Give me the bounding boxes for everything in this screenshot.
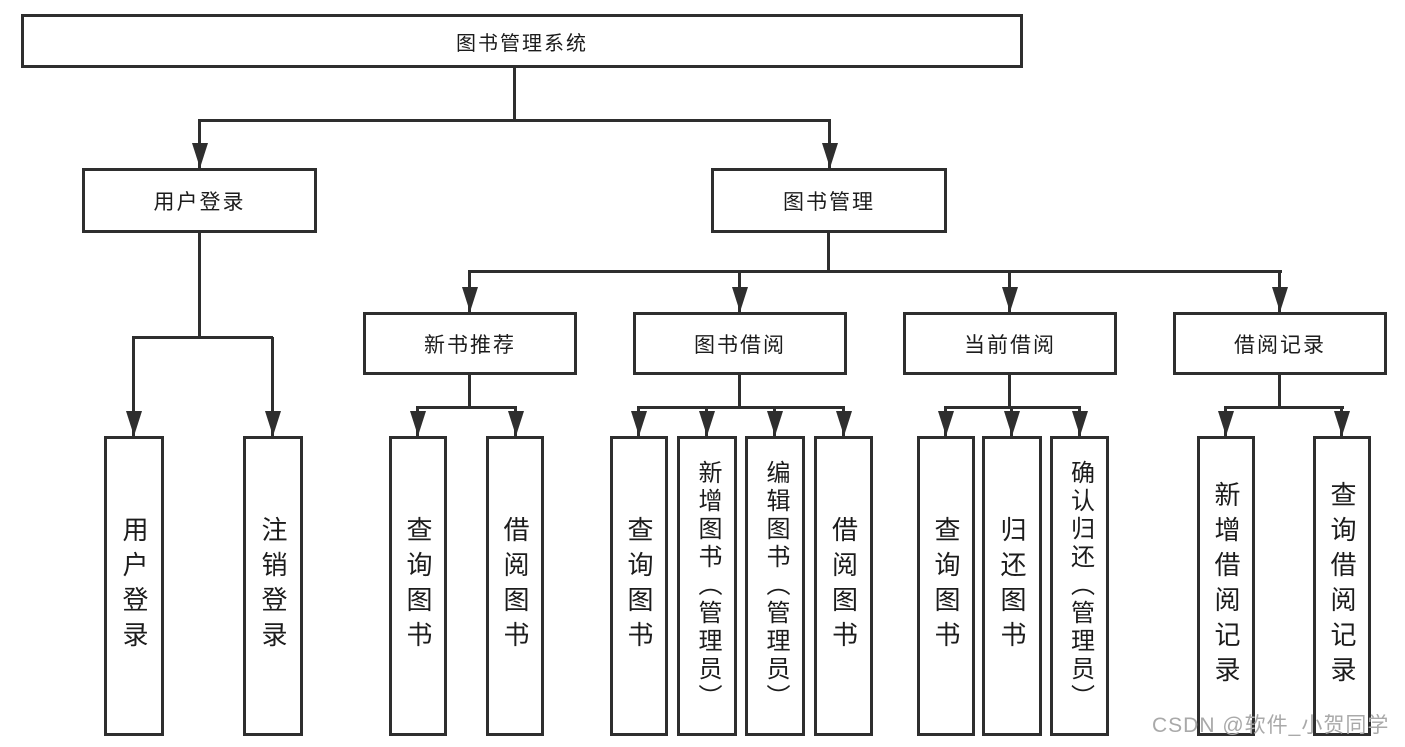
node-label: 借阅图书 (500, 516, 530, 656)
arrow-down-icon (1340, 407, 1343, 436)
connector-line (132, 336, 273, 339)
node-label: 新书推荐 (424, 333, 516, 357)
arrow-down-icon (1224, 407, 1227, 436)
node-label: 注销登录 (258, 516, 288, 656)
node-label: 用户登录 (119, 516, 149, 656)
arrow-down-icon (416, 407, 419, 436)
arrow-down-icon (1008, 271, 1011, 312)
arrow-down-icon (198, 120, 201, 168)
arrow-down-icon (828, 120, 831, 168)
arrow-down-icon (738, 271, 741, 312)
arrow-down-icon (514, 407, 517, 436)
connector-line (468, 375, 471, 407)
leaf-edit-books-admin: 编辑图书（管理员） (745, 436, 805, 736)
connector-line (198, 233, 201, 337)
node-label: 编辑图书（管理员） (762, 460, 789, 712)
csdn-watermark: CSDN @软件_小贺同学 (1152, 714, 1390, 737)
leaf-add-borrow-record: 新增借阅记录 (1197, 436, 1255, 736)
connector-line (738, 375, 741, 407)
connector-line (637, 406, 845, 409)
node-user-login: 用户登录 (82, 168, 317, 233)
node-label: 查询图书 (624, 516, 654, 656)
node-label: 借阅图书 (828, 516, 859, 656)
arrow-down-icon (1078, 407, 1081, 436)
leaf-add-books-admin: 新增图书（管理员） (677, 436, 737, 736)
leaf-query-books: 查询图书 (917, 436, 975, 736)
arrow-down-icon (944, 407, 947, 436)
connector-line (827, 233, 830, 271)
leaf-query-borrow-record: 查询借阅记录 (1313, 436, 1371, 736)
node-label: 确认归还（管理员） (1066, 460, 1094, 712)
leaf-logout: 注销登录 (243, 436, 303, 736)
connector-line (513, 68, 516, 120)
arrow-down-icon (271, 337, 274, 436)
connector-line (1008, 375, 1011, 407)
node-borrowing-records: 借阅记录 (1173, 312, 1387, 375)
arrow-down-icon (132, 337, 135, 436)
arrow-down-icon (705, 407, 708, 436)
node-label: 图书借阅 (694, 333, 786, 357)
node-new-book-recommend: 新书推荐 (363, 312, 577, 375)
node-label: 借阅记录 (1234, 333, 1326, 357)
leaf-borrow-books: 借阅图书 (486, 436, 544, 736)
arrow-down-icon (468, 271, 471, 312)
connector-line (416, 406, 517, 409)
arrow-down-icon (637, 407, 640, 436)
arrow-down-icon (773, 407, 776, 436)
leaf-confirm-return-admin: 确认归还（管理员） (1050, 436, 1109, 736)
node-label: 图书管理系统 (456, 32, 588, 55)
node-label: 查询借阅记录 (1327, 481, 1357, 691)
node-label: 当前借阅 (964, 333, 1056, 357)
node-label: 图书管理 (783, 190, 875, 214)
leaf-query-books: 查询图书 (610, 436, 668, 736)
connector-line (1278, 375, 1281, 407)
connector-line (468, 270, 1282, 273)
arrow-down-icon (842, 407, 845, 436)
leaf-borrow-books: 借阅图书 (814, 436, 873, 736)
arrow-down-icon (1010, 407, 1013, 436)
arrow-down-icon (1278, 271, 1281, 312)
node-current-borrowing: 当前借阅 (903, 312, 1117, 375)
connector-line (198, 119, 831, 122)
connector-line (1224, 406, 1344, 409)
node-label: 用户登录 (153, 190, 246, 214)
node-label: 新增借阅记录 (1211, 481, 1241, 691)
node-library-system: 图书管理系统 (21, 14, 1023, 68)
node-label: 归还图书 (997, 516, 1027, 656)
leaf-query-books: 查询图书 (389, 436, 447, 736)
node-book-borrowing: 图书借阅 (633, 312, 847, 375)
node-label: 查询图书 (931, 516, 961, 656)
leaf-user-login: 用户登录 (104, 436, 164, 736)
node-book-management: 图书管理 (711, 168, 947, 233)
node-label: 查询图书 (403, 516, 433, 656)
leaf-return-books: 归还图书 (982, 436, 1042, 736)
node-label: 新增图书（管理员） (694, 460, 721, 712)
